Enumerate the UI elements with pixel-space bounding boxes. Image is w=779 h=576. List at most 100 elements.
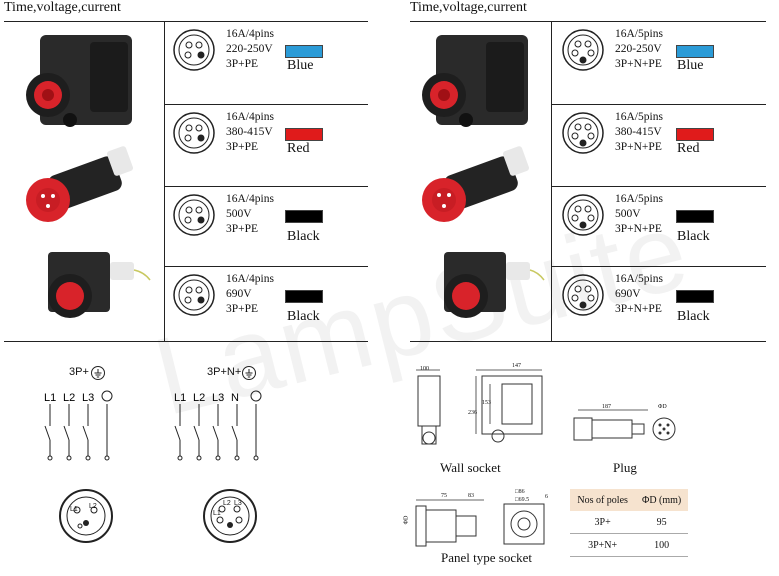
wiring-b-title: 3P+N+ <box>207 366 242 378</box>
dim-label: 83 <box>468 493 474 499</box>
pole-table: Nos of poles ΦD (mm) 3P+ 95 3P+N+ 100 <box>570 489 688 557</box>
left-row-sep <box>164 186 368 187</box>
line-label: N <box>231 392 239 404</box>
pin-layout-icon <box>173 112 215 154</box>
face-label: L1 <box>70 506 78 513</box>
color-swatch <box>676 210 714 223</box>
color-swatch <box>285 290 323 303</box>
left-product-photos <box>26 35 151 318</box>
left-table-divider <box>164 21 165 341</box>
dim-label: 75 <box>441 493 447 499</box>
pole-table-cell: 3P+ <box>594 516 611 528</box>
dim-label: ΦD <box>658 404 667 410</box>
spec-config: 3P+N+PE <box>615 58 662 70</box>
spec-config: 3P+PE <box>226 303 259 315</box>
plug-drawing <box>573 409 676 441</box>
color-swatch <box>676 128 714 141</box>
color-name: Black <box>677 229 710 244</box>
line-label: L2 <box>63 392 75 404</box>
socket-face-3p <box>59 489 113 543</box>
dim-label: 100 <box>420 366 429 372</box>
line-label: L2 <box>193 392 205 404</box>
wiring-diagram: L1 L2 L3 <box>44 390 113 461</box>
pin-layout-icon <box>173 274 215 316</box>
panel-socket-photo <box>444 252 545 318</box>
face-label: L2 <box>89 503 97 510</box>
color-name: Blue <box>677 58 704 73</box>
spec-voltage: 380-415V <box>615 126 662 138</box>
color-swatch <box>676 290 714 303</box>
panel-socket-photo <box>48 252 151 318</box>
spec-text: 16A/4pins 220-250V 3P+PE <box>226 27 274 72</box>
wall-socket-drawing <box>416 369 543 445</box>
spec-config: 3P+PE <box>226 223 259 235</box>
spec-voltage: 690V <box>615 288 641 300</box>
color-name: Red <box>287 141 310 156</box>
color-name: Black <box>287 309 320 324</box>
spec-rating: 16A/4pins <box>226 111 274 123</box>
right-table-divider <box>551 21 552 341</box>
right-row-sep <box>551 266 766 267</box>
right-spec-table <box>410 21 766 342</box>
wall-socket-photo <box>26 35 132 127</box>
face-label: L1 <box>213 510 221 517</box>
pin-layout-icon <box>562 29 604 71</box>
wall-socket-caption: Wall socket <box>440 460 501 475</box>
spec-text: 16A/5pins 500V 3P+N+PE <box>615 192 663 237</box>
pin-layout-icon <box>173 194 215 236</box>
spec-text: 16A/4pins 380-415V 3P+PE <box>226 110 274 155</box>
color-name: Blue <box>287 58 314 73</box>
spec-rating: 16A/4pins <box>226 273 274 285</box>
spec-voltage: 220-250V <box>226 43 273 55</box>
spec-config: 3P+N+PE <box>615 141 662 153</box>
spec-text: 16A/4pins 690V 3P+PE <box>226 272 274 317</box>
spec-voltage: 380-415V <box>226 126 273 138</box>
line-label: L3 <box>82 392 94 404</box>
pole-table-cell: 95 <box>656 516 667 528</box>
dim-label: 236 <box>468 410 477 416</box>
left-row-sep <box>164 266 368 267</box>
spec-rating: 16A/4pins <box>226 28 274 40</box>
right-header: Time,voltage,current <box>410 0 527 15</box>
earth-icon <box>91 366 105 380</box>
spec-rating: 16A/5pins <box>615 273 663 285</box>
dim-label: 153 <box>482 400 491 406</box>
dim-label: 6 <box>545 494 548 500</box>
left-row-sep <box>164 104 368 105</box>
spec-rating: 16A/5pins <box>615 193 663 205</box>
pin-layout-icon <box>562 194 604 236</box>
dim-label: □69.5 <box>515 497 530 503</box>
spec-config: 3P+PE <box>226 58 259 70</box>
color-swatch <box>676 45 714 58</box>
spec-config: 3P+N+PE <box>615 303 662 315</box>
spec-voltage: 690V <box>226 288 252 300</box>
spec-text: 16A/5pins 380-415V 3P+N+PE <box>615 110 663 155</box>
dim-label: ΦD <box>403 515 410 525</box>
spec-voltage: 500V <box>226 208 252 220</box>
pole-table-cell: 3P+N+ <box>588 539 618 551</box>
spec-text: 16A/5pins 690V 3P+N+PE <box>615 272 663 317</box>
left-spec-table <box>4 21 368 342</box>
spec-config: 3P+N+PE <box>615 223 662 235</box>
spec-config: 3P+PE <box>226 141 259 153</box>
color-name: Black <box>287 229 320 244</box>
panel-socket-caption: Panel type socket <box>441 550 532 565</box>
wiring-a-title: 3P+ <box>69 366 89 378</box>
right-row-sep <box>551 186 766 187</box>
panel-socket-drawing <box>415 499 545 547</box>
pin-layout-icon <box>562 274 604 316</box>
dim-label: □86 <box>515 489 525 495</box>
pole-table-cell: 100 <box>654 539 670 551</box>
wall-socket-photo <box>422 35 528 127</box>
pole-table-header: ΦD (mm) <box>642 494 682 506</box>
line-label: L3 <box>212 392 224 404</box>
right-row-sep <box>551 104 766 105</box>
spec-voltage: 500V <box>615 208 641 220</box>
line-label: L1 <box>44 392 56 404</box>
dim-label: 187 <box>602 404 611 410</box>
spec-rating: 16A/5pins <box>615 111 663 123</box>
earth-icon <box>242 366 256 380</box>
